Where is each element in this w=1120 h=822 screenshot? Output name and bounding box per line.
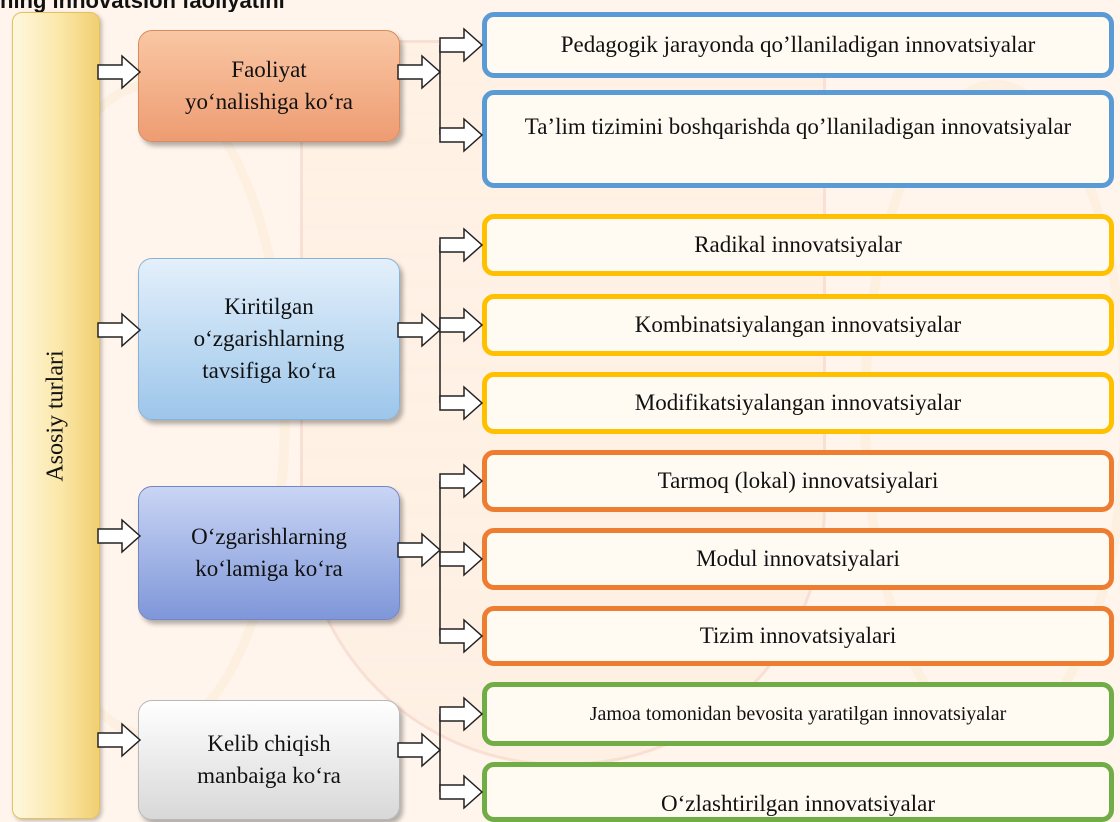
leaf-label: Modifikatsiyalangan innovatsiyalar	[634, 390, 962, 415]
arrow-branch-to-leaf	[439, 619, 483, 653]
arrow-root-to-category	[97, 313, 141, 347]
category-change-scale: O‘zgarishlarning ko‘lamiga ko‘ra	[138, 486, 400, 620]
arrow-branch-to-leaf	[439, 775, 483, 809]
category-label: Kiritilgan o‘zgarishlarning tavsifiga ko…	[193, 294, 345, 383]
arrow-category-to-branch	[397, 55, 441, 89]
category-label: Faoliyat yo‘nalishiga ko‘ra	[185, 57, 353, 114]
leaf-system-innovations: Tizim innovatsiyalari	[482, 606, 1114, 666]
leaf-label: Jamoa tomonidan bevosita yaratilgan inno…	[589, 702, 1007, 725]
leaf-label: Ta’lim tizimini boshqarishda qo’llanilad…	[524, 114, 1072, 139]
leaf-management-innovations: Ta’lim tizimini boshqarishda qo’llanilad…	[482, 90, 1114, 188]
leaf-local-innovations: Tarmoq (lokal) innovatsiyalari	[482, 450, 1114, 512]
category-label: O‘zgarishlarning ko‘lamiga ko‘ra	[191, 524, 347, 581]
cut-off-heading-text: ning innovatsion faoliyatini	[0, 0, 285, 12]
arrow-branch-to-leaf	[439, 386, 483, 420]
arrow-category-to-branch	[397, 533, 441, 567]
arrow-branch-to-leaf	[439, 464, 483, 498]
leaf-label: Pedagogik jarayonda qo’llaniladigan inno…	[560, 32, 1036, 57]
leaf-team-created-innovations: Jamoa tomonidan bevosita yaratilgan inno…	[482, 682, 1114, 746]
leaf-label: Tarmoq (lokal) innovatsiyalari	[657, 468, 939, 493]
arrow-category-to-branch	[397, 733, 441, 767]
arrow-branch-to-leaf	[439, 697, 483, 731]
root-node: Asosiy turlari	[12, 12, 100, 819]
leaf-modified-innovations: Modifikatsiyalangan innovatsiyalar	[482, 372, 1114, 434]
category-change-nature: Kiritilgan o‘zgarishlarning tavsifiga ko…	[138, 258, 400, 420]
arrow-branch-to-leaf	[439, 28, 483, 62]
arrow-branch-to-leaf	[439, 118, 483, 152]
cut-off-heading: ning innovatsion faoliyatini	[0, 0, 310, 12]
arrow-branch-to-leaf	[439, 308, 483, 342]
arrow-root-to-category	[97, 55, 141, 89]
leaf-label: Kombinatsiyalangan innovatsiyalar	[634, 312, 962, 337]
arrow-root-to-category	[97, 519, 141, 553]
arrow-category-to-branch	[397, 313, 441, 347]
category-activity-direction: Faoliyat yo‘nalishiga ko‘ra	[138, 30, 400, 142]
leaf-radical-innovations: Radikal innovatsiyalar	[482, 214, 1114, 276]
arrow-branch-to-leaf	[439, 542, 483, 576]
category-origin-source: Kelib chiqish manbaiga ko‘ra	[138, 700, 400, 820]
leaf-combined-innovations: Kombinatsiyalangan innovatsiyalar	[482, 294, 1114, 356]
arrow-branch-to-leaf	[439, 228, 483, 262]
leaf-pedagogical-innovations: Pedagogik jarayonda qo’llaniladigan inno…	[482, 12, 1114, 78]
category-label: Kelib chiqish manbaiga ko‘ra	[197, 731, 341, 788]
leaf-module-innovations: Modul innovatsiyalari	[482, 528, 1114, 590]
leaf-label: Modul innovatsiyalari	[696, 546, 900, 571]
leaf-adopted-innovations: O‘zlashtirilgan innovatsiyalar	[482, 762, 1114, 822]
leaf-label: O‘zlashtirilgan innovatsiyalar	[660, 791, 935, 816]
arrow-root-to-category	[97, 723, 141, 757]
leaf-label: Tizim innovatsiyalari	[699, 623, 897, 648]
leaf-label: Radikal innovatsiyalar	[694, 232, 902, 257]
